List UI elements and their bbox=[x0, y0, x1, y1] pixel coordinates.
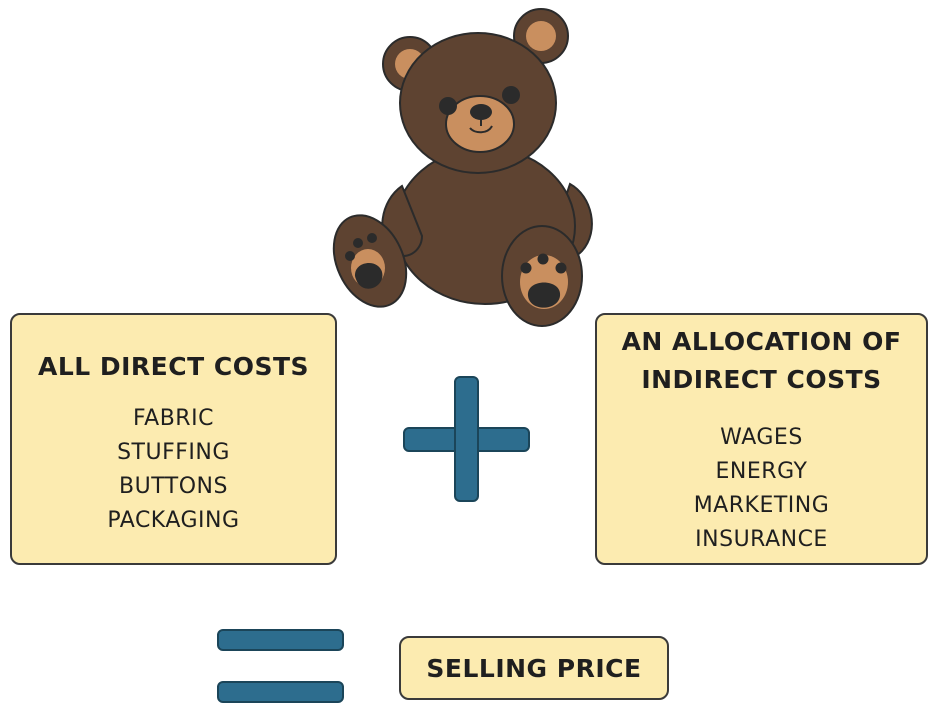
indirect-costs-title-line1: AN ALLOCATION OF bbox=[621, 327, 902, 356]
selling-price-box: SELLING PRICE bbox=[399, 636, 669, 700]
indirect-cost-item: MARKETING bbox=[693, 493, 830, 518]
teddy-bear-image bbox=[332, 8, 593, 327]
indirect-costs-box: AN ALLOCATION OF INDIRECT COSTS WAGES EN… bbox=[595, 313, 928, 565]
direct-cost-item: FABRIC bbox=[133, 406, 214, 431]
direct-costs-list: FABRIC STUFFING BUTTONS PACKAGING bbox=[12, 402, 335, 538]
equals-top-bar bbox=[217, 629, 344, 651]
plus-vertical-bar bbox=[454, 376, 479, 502]
indirect-cost-item: INSURANCE bbox=[695, 527, 828, 552]
equals-bottom-bar bbox=[217, 681, 344, 703]
direct-costs-title: ALL DIRECT COSTS bbox=[37, 352, 310, 381]
direct-cost-item: STUFFING bbox=[117, 440, 230, 465]
indirect-cost-item: WAGES bbox=[720, 425, 803, 450]
direct-cost-item: BUTTONS bbox=[119, 474, 228, 499]
indirect-cost-item: ENERGY bbox=[715, 459, 808, 484]
indirect-costs-title-line2: INDIRECT COSTS bbox=[641, 365, 882, 394]
equals-icon bbox=[217, 629, 344, 703]
direct-cost-item: PACKAGING bbox=[107, 508, 240, 533]
direct-costs-box: ALL DIRECT COSTS FABRIC STUFFING BUTTONS… bbox=[10, 313, 337, 565]
plus-icon bbox=[403, 376, 530, 502]
indirect-costs-list: WAGES ENERGY MARKETING INSURANCE bbox=[597, 421, 926, 557]
